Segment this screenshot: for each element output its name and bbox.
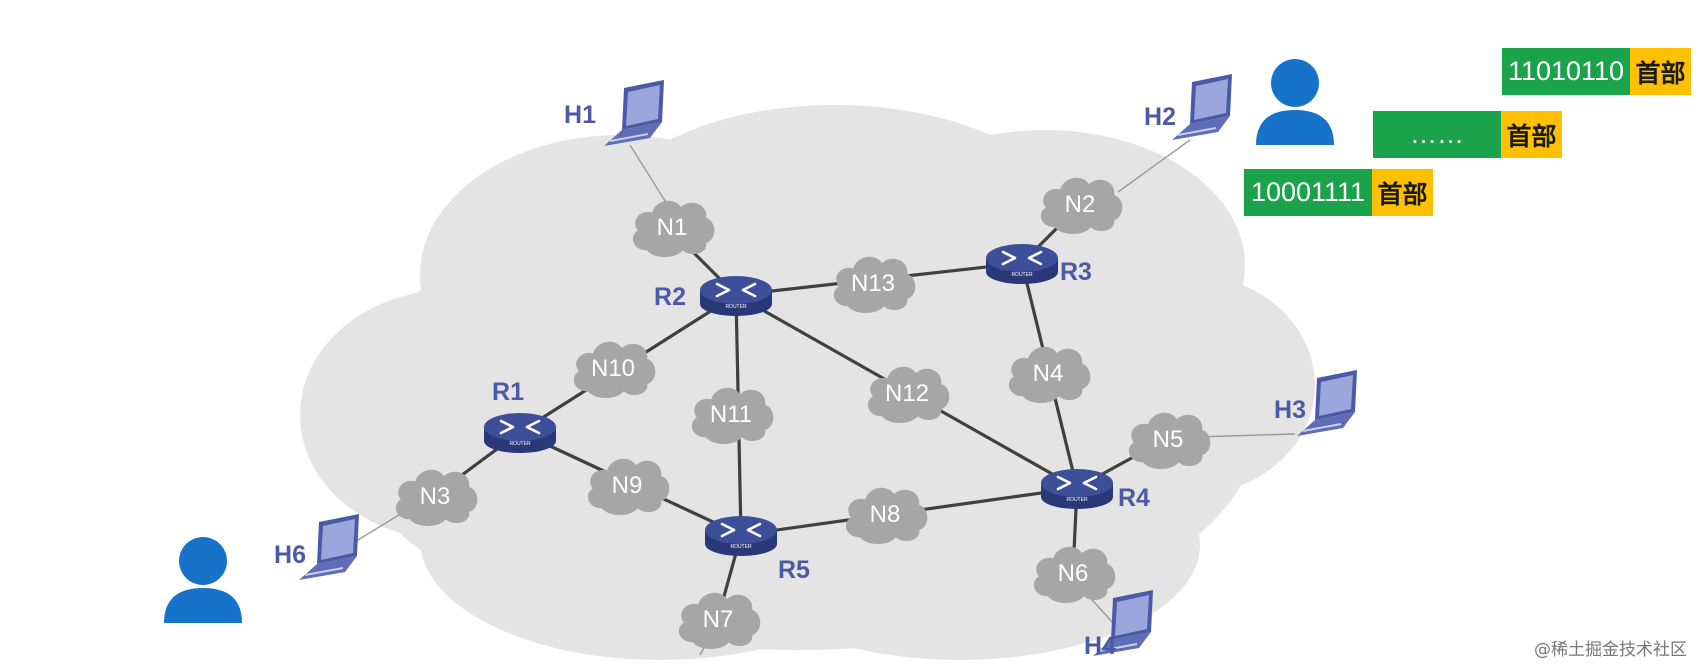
network-cloud-n9: N9 bbox=[587, 458, 670, 516]
network-label: N3 bbox=[420, 483, 451, 510]
network-label: N10 bbox=[591, 355, 635, 382]
router-r1: ROUTER R1 bbox=[484, 378, 556, 453]
router-r2: ROUTER R2 bbox=[654, 276, 772, 316]
packet-3: 10001111 首部 bbox=[1244, 169, 1433, 216]
router-label: R5 bbox=[778, 556, 810, 584]
packet-3-header: 首部 bbox=[1372, 169, 1433, 216]
network-cloud-n7: N7 bbox=[678, 592, 761, 650]
router-label: R4 bbox=[1118, 484, 1150, 512]
packet-2-data: …… bbox=[1373, 111, 1501, 158]
host-label: H1 bbox=[564, 101, 596, 129]
router-r4: ROUTER R4 bbox=[1041, 469, 1150, 512]
network-label: N5 bbox=[1153, 426, 1184, 453]
router-label: R3 bbox=[1060, 258, 1092, 286]
packet-1: 11010110 首部 bbox=[1502, 48, 1691, 95]
router-label: R2 bbox=[654, 283, 686, 311]
laptop-icon-h3: H3 bbox=[1274, 370, 1357, 436]
router-r5: ROUTER R5 bbox=[705, 516, 810, 584]
router-caption: ROUTER bbox=[725, 304, 747, 310]
network-label: N7 bbox=[703, 606, 734, 633]
router-caption: ROUTER bbox=[730, 544, 752, 550]
laptop-icon-h4: H4 bbox=[1084, 590, 1153, 660]
network-label: N8 bbox=[870, 501, 901, 528]
host-label: H4 bbox=[1084, 632, 1116, 660]
packet-2: …… 首部 bbox=[1373, 111, 1562, 158]
network-label: N9 bbox=[612, 472, 643, 499]
network-label: N4 bbox=[1033, 360, 1064, 387]
network-label: N6 bbox=[1058, 560, 1089, 587]
packet-2-header: 首部 bbox=[1501, 111, 1562, 158]
credit-text: @稀土掘金技术社区 bbox=[1534, 640, 1687, 660]
packet-3-data: 10001111 bbox=[1244, 169, 1372, 216]
router-caption: ROUTER bbox=[1066, 497, 1088, 503]
network-cloud-n12: N12 bbox=[867, 366, 950, 424]
network-label: N2 bbox=[1065, 191, 1096, 218]
network-cloud-n4: N4 bbox=[1008, 346, 1091, 404]
network-cloud-n3: N3 bbox=[395, 469, 478, 527]
laptop-icon-h6: H6 bbox=[274, 514, 359, 580]
packet-1-data: 11010110 bbox=[1502, 48, 1630, 95]
router-label: R1 bbox=[492, 378, 524, 406]
host-label: H6 bbox=[274, 541, 306, 569]
network-cloud-n8: N8 bbox=[845, 487, 928, 545]
packet-1-header: 首部 bbox=[1630, 48, 1691, 95]
network-label: N12 bbox=[885, 380, 929, 407]
users bbox=[164, 59, 1334, 623]
router-caption: ROUTER bbox=[509, 441, 531, 447]
network-cloud-n1: N1 bbox=[632, 200, 715, 258]
user-top-icon bbox=[1256, 59, 1334, 145]
network-cloud-n2: N2 bbox=[1040, 177, 1123, 235]
network-label: N1 bbox=[657, 214, 688, 241]
router-caption: ROUTER bbox=[1011, 272, 1033, 278]
host-label: H2 bbox=[1144, 103, 1176, 131]
network-cloud-n13: N13 bbox=[833, 256, 916, 314]
network-cloud-n11: N11 bbox=[691, 387, 774, 445]
network-label: N11 bbox=[710, 401, 752, 428]
network-label: N13 bbox=[851, 270, 895, 297]
user-bottom-icon bbox=[164, 537, 242, 623]
network-cloud-n10: N10 bbox=[573, 341, 656, 399]
network-cloud-n6: N6 bbox=[1033, 546, 1116, 604]
laptop-icon-h1: H1 bbox=[564, 80, 664, 146]
laptop-icon-h2: H2 bbox=[1144, 74, 1232, 140]
host-label: H3 bbox=[1274, 396, 1306, 424]
router-r3: ROUTER R3 bbox=[986, 244, 1092, 286]
network-cloud-n5: N5 bbox=[1128, 412, 1211, 470]
